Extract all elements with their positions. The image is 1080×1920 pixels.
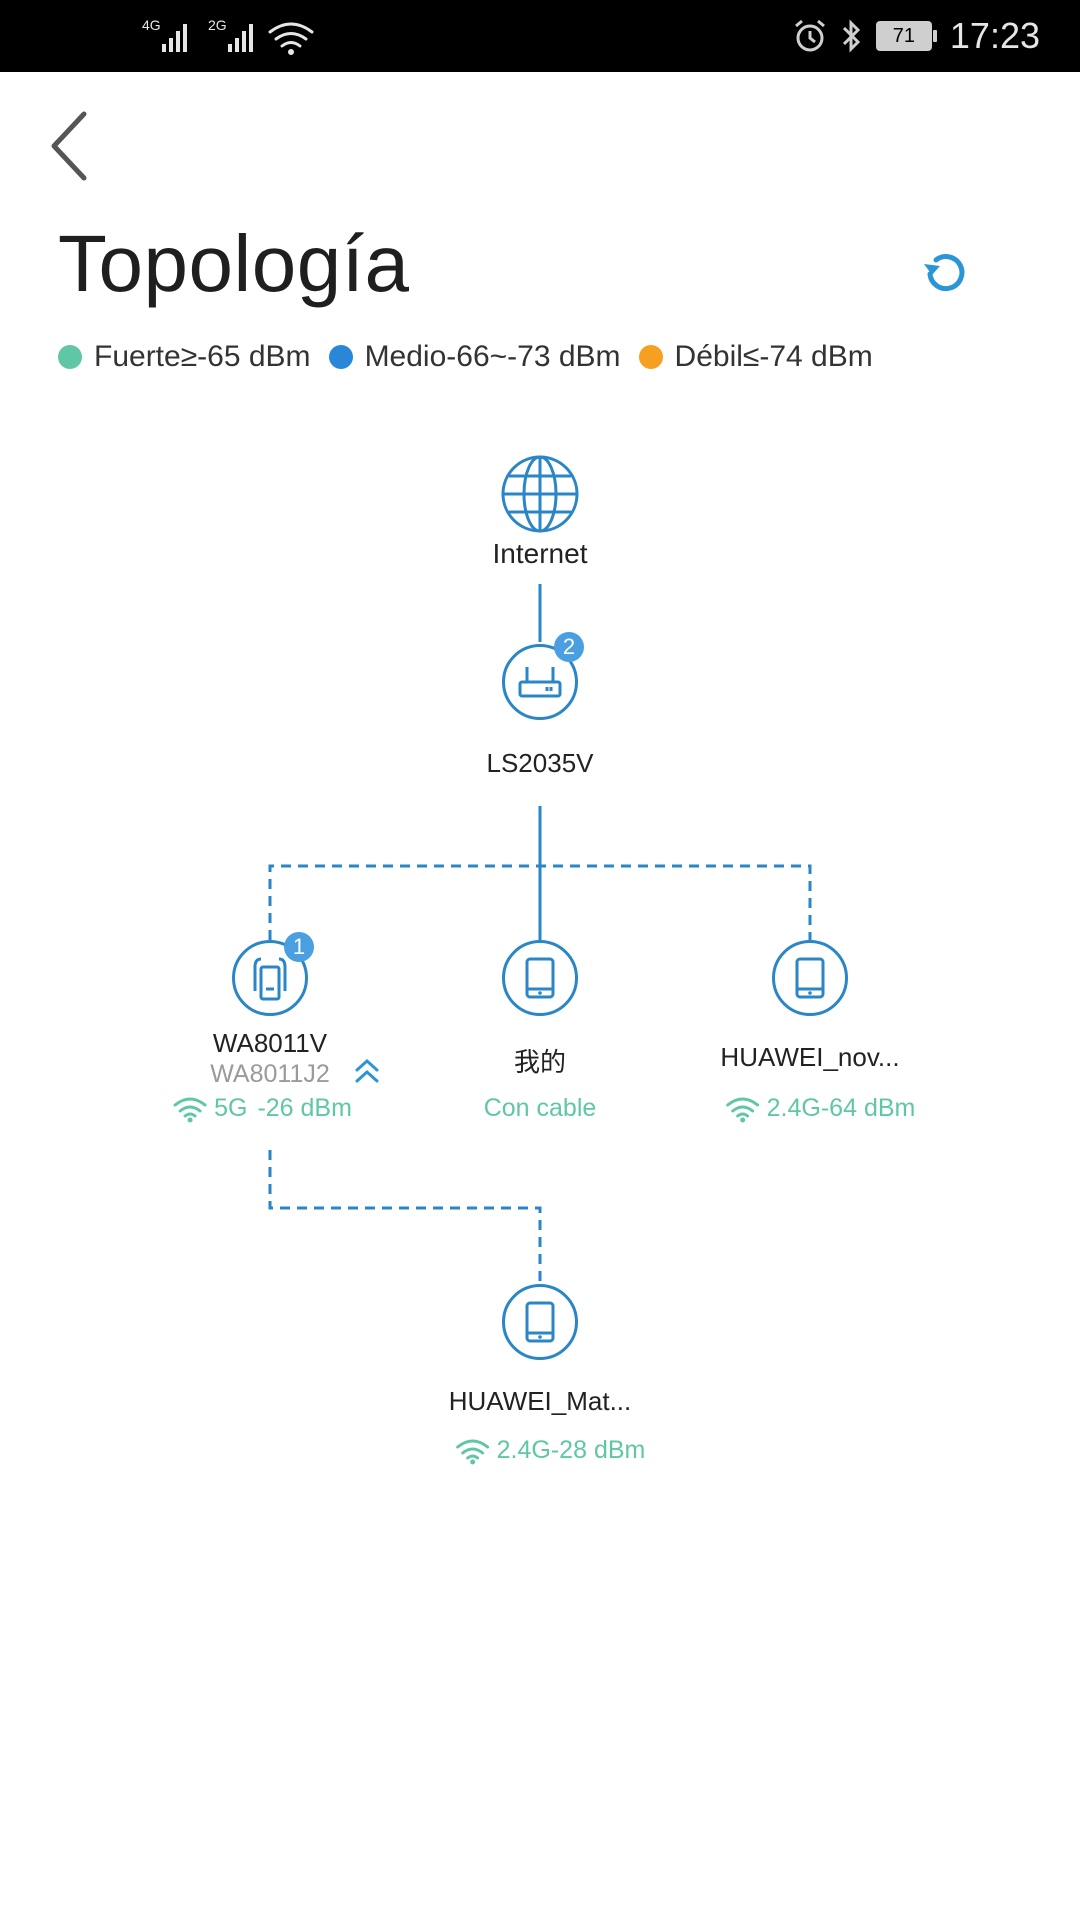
repeater-band: 5G xyxy=(214,1094,248,1122)
back-button[interactable] xyxy=(44,108,96,184)
legend-weak: Débil≤-74 dBm xyxy=(638,340,873,374)
wired-device-label: 我的 xyxy=(513,1047,567,1077)
repeater-signal: 5G -26 dBm xyxy=(172,1094,352,1123)
wifi-icon xyxy=(456,1439,490,1464)
line-router-wireless xyxy=(268,864,812,940)
legend-label-weak: Débil≤-74 dBm xyxy=(674,340,873,373)
globe-icon xyxy=(501,455,579,533)
wifi-icon xyxy=(726,1097,760,1122)
network-type-1: 4G xyxy=(142,17,161,33)
wifi-icon xyxy=(173,1097,207,1122)
network-type-2: 2G xyxy=(208,17,227,33)
mate-device-signal: 2.4G -28 dBm xyxy=(455,1436,646,1465)
repeater-model: WA8011J2 xyxy=(210,1060,330,1088)
status-bar-right: 71 17:23 xyxy=(792,10,1040,62)
nova-device-signal: 2.4G -64 dBm xyxy=(725,1094,916,1123)
nova-device-band: 2.4G xyxy=(766,1094,821,1122)
legend-dot-strong xyxy=(58,345,82,369)
repeater-dbm: -26 dBm xyxy=(257,1094,352,1122)
status-bar: 4G 2G xyxy=(0,0,1080,72)
refresh-icon xyxy=(924,254,965,292)
legend-dot-medium xyxy=(328,345,353,369)
mate-device-dbm: -28 dBm xyxy=(550,1436,646,1464)
tablet-icon xyxy=(525,957,555,999)
chevron-up-double-icon[interactable] xyxy=(352,1056,382,1086)
line-repeater-mate xyxy=(268,1150,542,1282)
repeater-node[interactable] xyxy=(232,940,308,1016)
alarm-icon xyxy=(794,19,825,52)
cellular-signal-icons: 4G 2G xyxy=(142,17,314,55)
legend-dot-weak xyxy=(638,345,663,369)
legend-strong: Fuerte≥-65 dBm xyxy=(58,340,311,374)
status-bar-left: 4G 2G xyxy=(140,14,320,58)
nova-device-dbm: -64 dBm xyxy=(820,1094,916,1122)
legend-label-medium: Medio-66~-73 dBm xyxy=(364,340,621,373)
internet-label: Internet xyxy=(492,538,588,569)
wired-device-node[interactable] xyxy=(502,940,578,1016)
legend-label-strong: Fuerte≥-65 dBm xyxy=(94,340,311,373)
wired-device-connection: Con cable xyxy=(483,1094,597,1122)
router-label: LS2035V xyxy=(486,748,594,778)
page-title: Topología xyxy=(58,219,410,308)
tablet-icon xyxy=(795,957,825,999)
battery-level: 71 xyxy=(892,24,916,47)
refresh-button[interactable] xyxy=(918,244,974,300)
router-node[interactable] xyxy=(502,644,578,720)
nova-device-node[interactable] xyxy=(772,940,848,1016)
mate-device-band: 2.4G xyxy=(496,1436,551,1464)
legend-medium: Medio-66~-73 dBm xyxy=(328,340,621,374)
mate-device-node[interactable] xyxy=(502,1284,578,1360)
clock: 17:23 xyxy=(949,15,1040,56)
nova-device-label: HUAWEI_nov... xyxy=(720,1042,900,1072)
signal-legend: Fuerte≥-65 dBm Medio-66~-73 dBm Débil≤-7… xyxy=(58,340,891,374)
mate-device-label: HUAWEI_Mat... xyxy=(448,1386,632,1416)
battery-indicator: 71 xyxy=(875,21,937,51)
repeater-icon xyxy=(253,957,287,1001)
bluetooth-icon xyxy=(842,19,861,53)
chevron-left-icon xyxy=(51,111,87,181)
repeater-label: WA8011V xyxy=(212,1028,328,1058)
tablet-icon xyxy=(525,1301,555,1343)
router-icon xyxy=(518,667,562,698)
